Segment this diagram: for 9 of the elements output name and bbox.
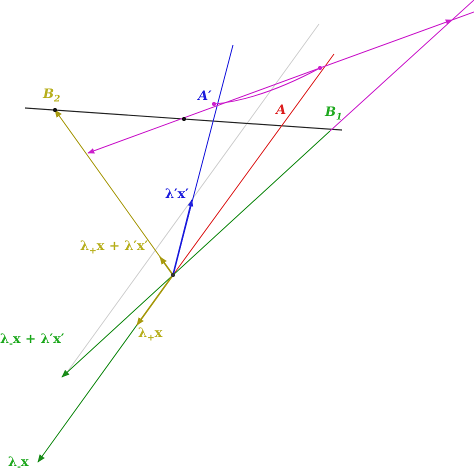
point-label: A′ <box>198 90 212 104</box>
vector-label: λ$_{-}$x + λ′x′ <box>0 333 64 352</box>
point-label: A <box>276 104 286 118</box>
point-label: B$_{2}$ <box>43 88 60 107</box>
vector-label: λ′x′ <box>165 188 189 202</box>
vector-label: λ$_{-}$x <box>8 456 29 472</box>
vector-label: λ$_{+}$x + λ′x′ <box>80 240 148 259</box>
vector-label: λ$_{+}$x <box>138 327 162 346</box>
point-label: B$_{1}$ <box>325 106 342 125</box>
